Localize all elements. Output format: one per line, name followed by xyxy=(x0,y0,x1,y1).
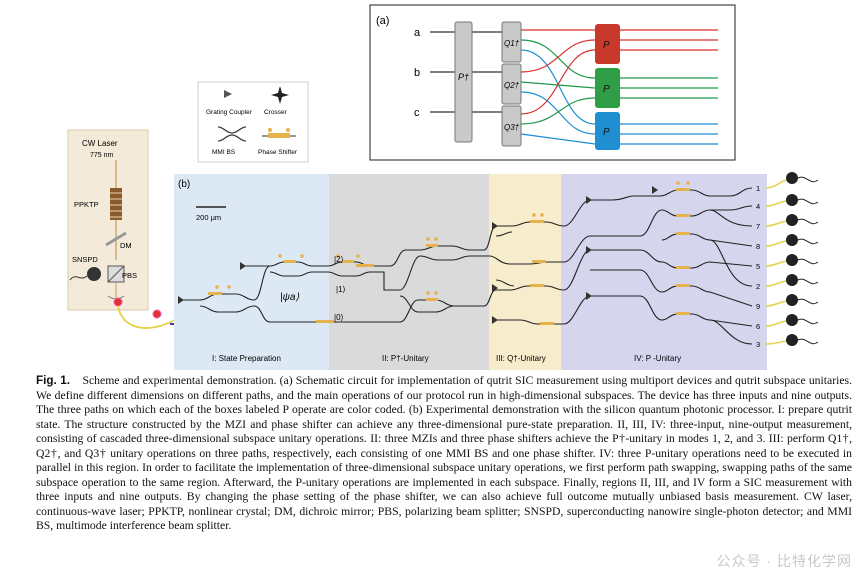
panel-b: (b) 200 μm xyxy=(174,172,819,370)
region-iii-background xyxy=(489,174,561,370)
waveguide-network xyxy=(178,187,753,345)
pbs-label: PBS xyxy=(122,271,137,280)
p-block-blue-label: P xyxy=(603,127,610,138)
caption-fig-label: Fig. 1. xyxy=(36,374,70,387)
laser-wavelength: 775 nm xyxy=(90,152,114,159)
p-block-red-label: P xyxy=(603,40,610,51)
legend-phase-shifter: Phase Shifter xyxy=(258,149,298,156)
ppktp-crystal xyxy=(110,188,122,220)
grating-couplers xyxy=(178,186,658,324)
path-label-1: |1⟩ xyxy=(336,285,346,294)
state-psi-label: |ψa⟩ xyxy=(280,292,299,303)
detector-5 xyxy=(765,254,819,267)
ppktp-label: PPKTP xyxy=(74,200,99,209)
panel-a-output-lines xyxy=(620,29,718,145)
q1-block xyxy=(501,21,522,63)
watermark: 公众号 · 比特化学网 xyxy=(716,553,852,569)
legend-mmi-bs: MMI BS xyxy=(212,149,236,156)
region-i-label: I: State Preparation xyxy=(212,354,281,363)
panel-a: (a) a b c P† Q1† Q2† Q3† xyxy=(369,4,736,161)
p-dagger-label: P† xyxy=(458,72,469,82)
output-6: 6 xyxy=(756,322,760,331)
dichroic-mirror xyxy=(105,231,127,247)
input-a-label: a xyxy=(414,27,421,39)
detector-6 xyxy=(765,274,819,287)
snspd-label: SNSPD xyxy=(72,255,98,264)
snspd-detector xyxy=(87,267,101,281)
p-block-red xyxy=(595,24,620,64)
detector-9 xyxy=(765,334,819,346)
q1-label: Q1† xyxy=(504,39,520,48)
optical-setup: CW Laser 775 nm PPKTP DM PBS SNSPD xyxy=(67,129,190,329)
output-7: 7 xyxy=(756,222,760,231)
mmi-bs-icon xyxy=(217,126,247,142)
panel-a-frame xyxy=(369,4,736,161)
detector-3 xyxy=(765,214,819,227)
scale-bar-label: 200 μm xyxy=(196,213,221,222)
detector-7 xyxy=(765,294,819,307)
q2-label: Q2† xyxy=(504,81,520,90)
q2-block xyxy=(501,63,522,105)
p-block-green-label: P xyxy=(603,84,610,95)
dm-label: DM xyxy=(120,241,132,250)
path-label-0: |0⟩ xyxy=(334,313,344,322)
fiber-link xyxy=(117,305,179,329)
panel-a-input-lines xyxy=(430,31,502,113)
output-4: 4 xyxy=(756,202,760,211)
fiber-connector xyxy=(113,297,123,307)
legend-grating-coupler: Grating Coupler xyxy=(206,109,253,116)
region-ii-background xyxy=(329,174,489,370)
region-iv-label: IV: P -Unitary xyxy=(634,354,681,363)
panel-a-crossing-paths xyxy=(520,29,596,145)
output-1: 1 xyxy=(756,184,760,193)
output-9: 9 xyxy=(756,302,760,311)
p-block-green xyxy=(595,68,620,108)
panel-b-label: (b) xyxy=(178,179,190,190)
laser-title: CW Laser xyxy=(82,139,118,148)
crosser-icon xyxy=(271,86,289,104)
q3-label: Q3† xyxy=(504,123,520,132)
input-c-label: c xyxy=(414,107,420,119)
region-ii-label: II: P†-Unitary xyxy=(382,354,429,363)
grating-coupler-icon xyxy=(224,90,232,98)
q3-block xyxy=(501,105,522,147)
input-b-label: b xyxy=(414,67,420,79)
output-labels: 1 4 7 8 5 2 9 6 3 xyxy=(756,184,760,349)
output-3: 3 xyxy=(756,340,760,349)
detector-2 xyxy=(765,194,819,207)
output-2: 2 xyxy=(756,282,760,291)
detector-1 xyxy=(765,172,819,189)
caption-text: Scheme and experimental demonstration. (… xyxy=(36,374,852,532)
panel-a-label: (a) xyxy=(376,15,389,27)
figure-caption: Fig. 1. Scheme and experimental demonstr… xyxy=(36,374,852,534)
region-i-background xyxy=(174,174,329,370)
output-detectors xyxy=(765,172,819,346)
component-legend: Grating Coupler Crosser MMI BS Phase Shi… xyxy=(197,81,309,163)
region-iii-label: III: Q†-Unitary xyxy=(496,354,546,363)
figure-graphic: (a) a b c P† Q1† Q2† Q3† xyxy=(67,4,819,370)
region-iv-background xyxy=(561,174,767,370)
output-8: 8 xyxy=(756,242,760,251)
phase-shifters xyxy=(208,181,690,325)
legend-frame xyxy=(197,81,309,163)
p-dagger-block xyxy=(454,21,473,143)
phase-shifter-icon xyxy=(262,128,296,138)
legend-crosser: Crosser xyxy=(264,109,288,116)
path-label-2: |2⟩ xyxy=(334,255,344,264)
p-block-blue xyxy=(595,112,620,150)
detector-8 xyxy=(765,314,819,327)
detector-4 xyxy=(765,234,819,247)
output-5: 5 xyxy=(756,262,760,271)
